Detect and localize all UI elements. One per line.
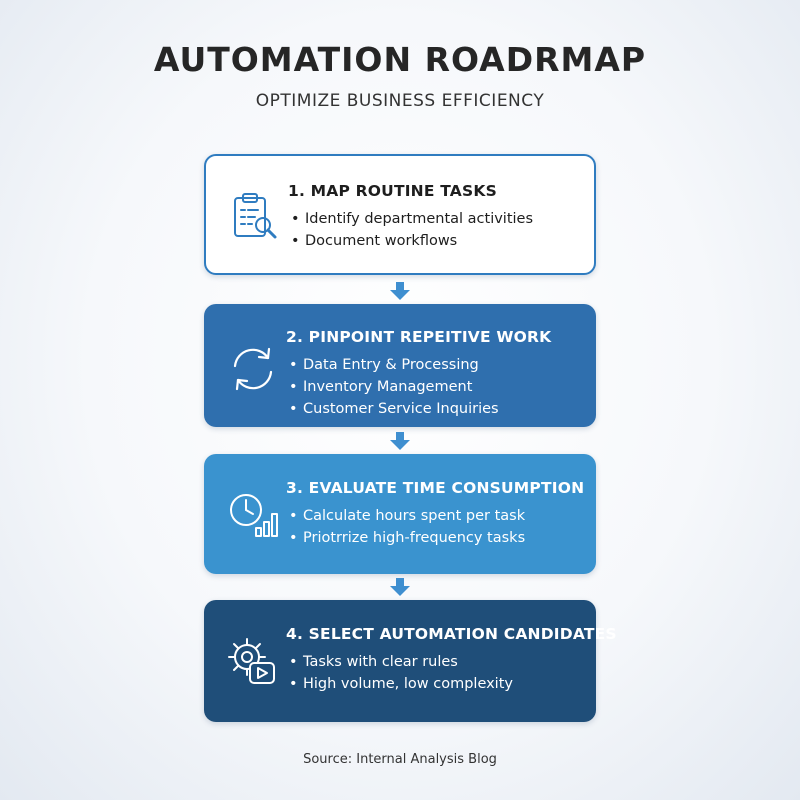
step-bullet: Data Entry & Processing <box>289 354 584 376</box>
step-card-1: 1. MAP ROUTINE TASKS Identify department… <box>204 154 596 275</box>
refresh-cycle-icon <box>226 342 280 396</box>
clock-bar-chart-icon <box>226 490 280 544</box>
step-title: 4. SELECT AUTOMATION CANDIDATES <box>286 625 617 643</box>
down-arrow-icon <box>390 578 410 596</box>
page-title: AUTOMATION ROADRMAP <box>153 40 647 79</box>
gear-play-icon <box>226 636 280 690</box>
step-title: 2. PINPOINT REPEITIVE WORK <box>286 328 552 346</box>
step-bullet-list: Identify departmental activities Documen… <box>288 208 582 252</box>
step-bullet-list: Calculate hours spent per task Priotrriz… <box>286 505 584 549</box>
step-card-2: 2. PINPOINT REPEITIVE WORK Data Entry & … <box>204 304 596 427</box>
step-card-4: 4. SELECT AUTOMATION CANDIDATES Tasks wi… <box>204 600 617 722</box>
step-bullet-list: Tasks with clear rules High volume, low … <box>286 651 584 695</box>
step-bullet: Document workflows <box>291 230 582 252</box>
page-subtitle: OPTIMIZE BUSINESS EFFICIENCY <box>255 91 545 111</box>
step-bullet: Identify departmental activities <box>291 208 582 230</box>
down-arrow-icon <box>390 432 410 450</box>
step-card-3: 3. EVALUATE TIME CONSUMPTION Calculate h… <box>204 454 596 574</box>
step-bullet: Calculate hours spent per task <box>289 505 584 527</box>
step-bullet: Customer Service Inquiries <box>289 398 584 420</box>
step-title: 3. EVALUATE TIME CONSUMPTION <box>286 479 585 497</box>
step-bullet: Tasks with clear rules <box>289 651 584 673</box>
down-arrow-icon <box>390 282 410 300</box>
clipboard-search-icon <box>228 190 282 244</box>
step-bullet: Priotrrize high-frequency tasks <box>289 527 584 549</box>
source-caption: Source: Internal Analysis Blog <box>303 752 497 767</box>
step-bullet-list: Data Entry & Processing Inventory Manage… <box>286 354 584 420</box>
step-bullet: High volume, low complexity <box>289 673 584 695</box>
step-title: 1. MAP ROUTINE TASKS <box>288 182 497 200</box>
step-bullet: Inventory Management <box>289 376 584 398</box>
